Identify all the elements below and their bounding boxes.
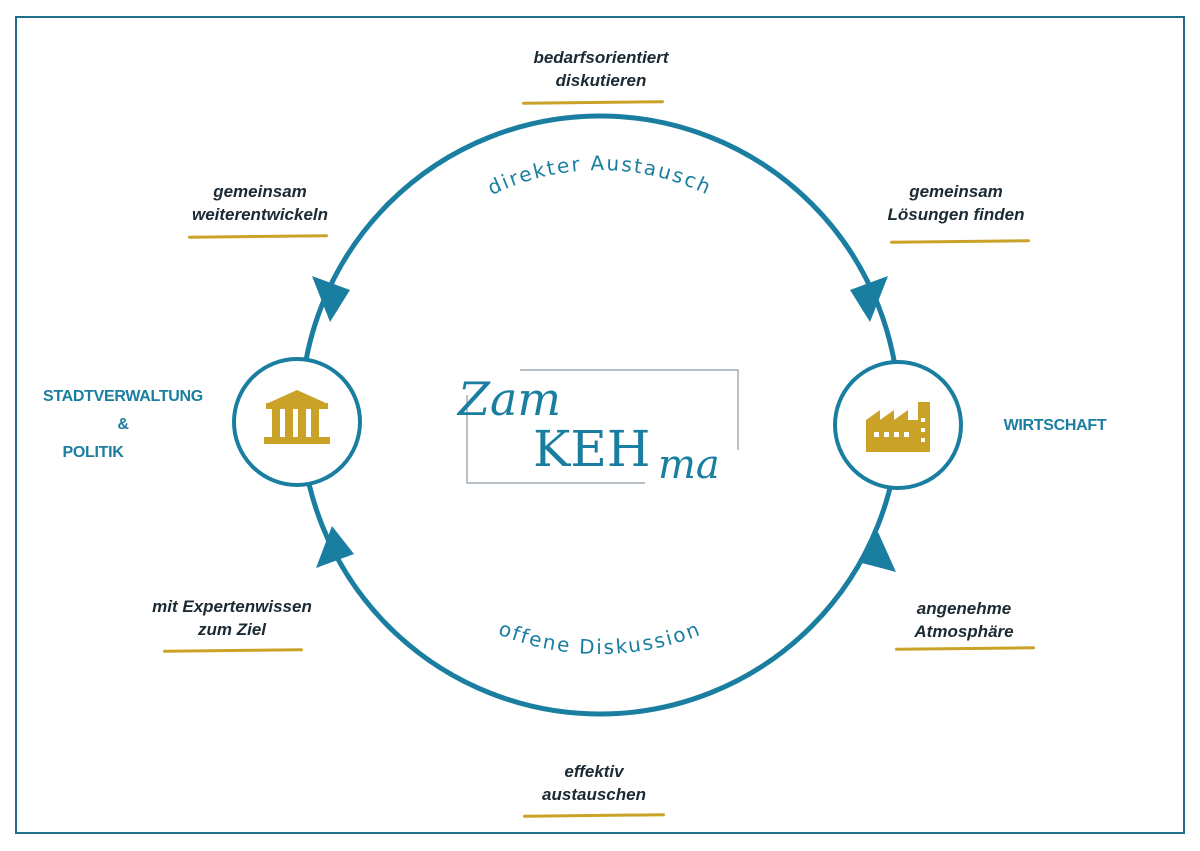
arrow-top-right-icon xyxy=(850,276,888,322)
node-label-left-line2: & xyxy=(117,416,129,433)
statement-line: austauschen xyxy=(542,785,646,804)
statement-top-left: gemeinsam weiterentwickeln xyxy=(140,180,380,226)
node-label-right: WIRTSCHAFT xyxy=(1003,417,1107,434)
statement-bottom: effektiv austauschen xyxy=(474,760,714,806)
arrow-bottom-left-icon xyxy=(316,526,354,568)
svg-text:Zam: Zam xyxy=(456,372,561,426)
node-label-left-line1: STADTVERWALTUNG xyxy=(43,388,203,405)
statement-bottom-left: mit Expertenwissen zum Ziel xyxy=(112,595,352,641)
statement-line: Lösungen finden xyxy=(887,205,1025,224)
statement-top: bedarfsorientiert diskutieren xyxy=(481,46,721,92)
svg-text:ma: ma xyxy=(658,442,720,488)
statement-line: diskutieren xyxy=(555,71,647,90)
zamkehma-logo: Zam KEH ma xyxy=(456,369,739,488)
statement-line: gemeinsam xyxy=(213,182,307,201)
arrow-top-left-icon xyxy=(312,276,350,322)
statement-bottom-right: angenehme Atmosphäre xyxy=(844,597,1084,643)
svg-text:KEH: KEH xyxy=(533,420,650,478)
government-building-icon xyxy=(264,390,330,444)
statement-line: angenehme xyxy=(916,599,1012,618)
factory-icon xyxy=(866,402,930,452)
diagram-frame xyxy=(15,16,1185,834)
node-label-left: STADTVERWALTUNG & POLITIK xyxy=(28,383,218,467)
ring-label-bottom: offene Diskussion xyxy=(496,616,705,659)
statement-line: mit Expertenwissen xyxy=(152,597,312,616)
cycle-ring xyxy=(298,113,902,717)
statement-line: Atmosphäre xyxy=(914,622,1014,641)
ring-label-top: direkter Austausch xyxy=(484,151,716,200)
statement-line: gemeinsam xyxy=(909,182,1003,201)
statement-line: zum Ziel xyxy=(197,620,266,639)
node-circle-left xyxy=(232,357,362,487)
statement-line: bedarfsorientiert xyxy=(533,48,669,67)
statement-line: effektiv xyxy=(564,762,624,781)
node-label-left-line3: POLITIK xyxy=(62,444,124,461)
statement-line: weiterentwickeln xyxy=(191,205,329,224)
statement-top-right: gemeinsam Lösungen finden xyxy=(836,180,1076,226)
arrow-bottom-right-icon xyxy=(858,532,896,572)
